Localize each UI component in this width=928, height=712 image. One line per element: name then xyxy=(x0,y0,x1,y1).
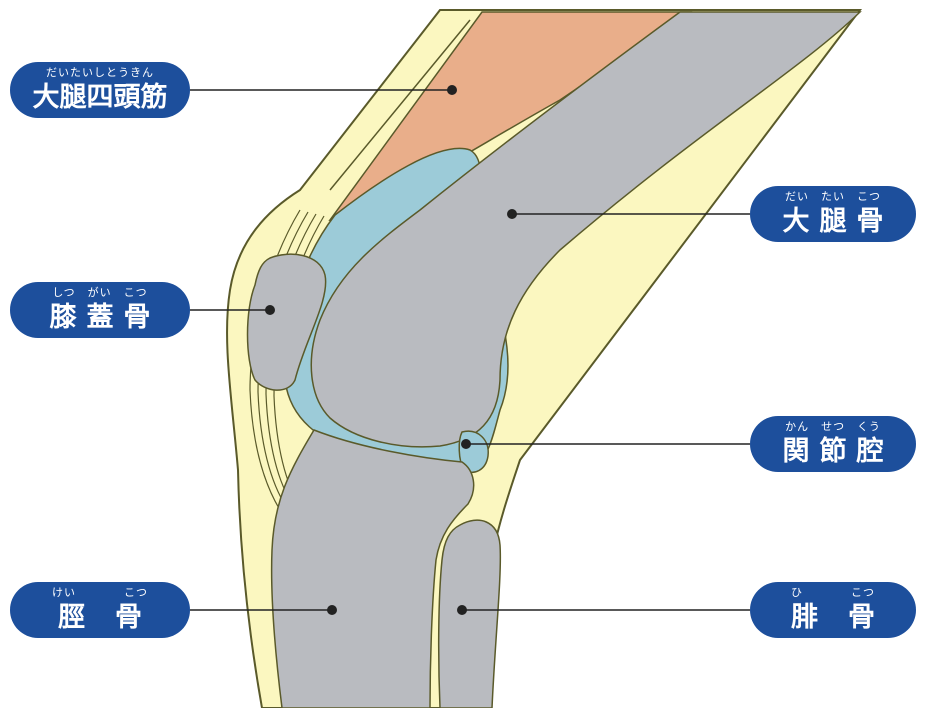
marker-joint-cavity xyxy=(461,439,471,449)
label-joint-cavity: かん せつ くう 関節腔 xyxy=(750,416,916,472)
label-tibia-text: 脛骨 xyxy=(10,603,190,633)
label-quadriceps: だいたいしとうきん 大腿四頭筋 xyxy=(10,62,190,118)
marker-femur xyxy=(507,209,517,219)
marker-patella xyxy=(265,305,275,315)
label-patella: しつ がい こつ 膝蓋骨 xyxy=(10,282,190,338)
label-joint-cavity-ruby: かん せつ くう xyxy=(750,421,916,433)
label-fibula-text: 腓骨 xyxy=(750,603,916,633)
label-femur-text: 大腿骨 xyxy=(750,207,916,237)
label-patella-ruby: しつ がい こつ xyxy=(10,287,190,299)
label-quadriceps-ruby: だいたいしとうきん xyxy=(10,67,190,79)
label-quadriceps-text: 大腿四頭筋 xyxy=(10,83,190,113)
marker-quadriceps xyxy=(447,85,457,95)
label-tibia-ruby: けい こつ xyxy=(10,587,190,599)
label-fibula-ruby: ひ こつ xyxy=(750,587,916,599)
fibula-bone xyxy=(439,520,501,708)
label-fibula: ひ こつ 腓骨 xyxy=(750,582,916,638)
marker-fibula xyxy=(457,605,467,615)
label-femur-ruby: だい たい こつ xyxy=(750,191,916,203)
label-joint-cavity-text: 関節腔 xyxy=(750,437,916,467)
label-patella-text: 膝蓋骨 xyxy=(10,303,190,333)
label-femur: だい たい こつ 大腿骨 xyxy=(750,186,916,242)
marker-tibia xyxy=(327,605,337,615)
label-tibia: けい こつ 脛骨 xyxy=(10,582,190,638)
